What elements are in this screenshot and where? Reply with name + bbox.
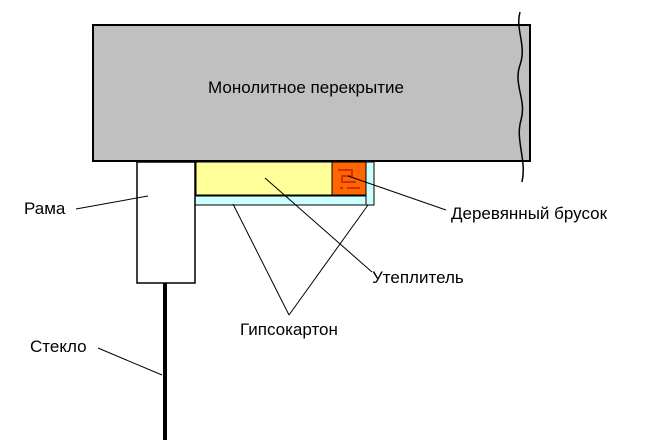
monolithic-slab — [92, 24, 531, 162]
slab-label: Монолитное перекрытие — [208, 78, 404, 97]
insulation — [195, 161, 333, 196]
slab-break-line — [517, 11, 524, 183]
insulation-leader — [264, 177, 373, 273]
drywall-label: Гипсокартон — [240, 320, 338, 339]
frame-label: Рама — [24, 199, 66, 218]
drywall-leader-left — [232, 203, 290, 316]
glass-label: Стекло — [30, 337, 87, 356]
insulation-label: Утеплитель — [372, 268, 464, 287]
wood-bar-label: Деревянный брусок — [451, 204, 608, 223]
wood-grain — [338, 169, 360, 189]
window-frame — [136, 161, 196, 284]
wood-leader — [347, 175, 447, 211]
wooden-bar — [331, 161, 367, 196]
drywall-horizontal — [194, 195, 375, 206]
glass-leader — [97, 347, 163, 376]
drywall-leader-right — [288, 204, 369, 316]
frame-leader — [75, 195, 149, 210]
